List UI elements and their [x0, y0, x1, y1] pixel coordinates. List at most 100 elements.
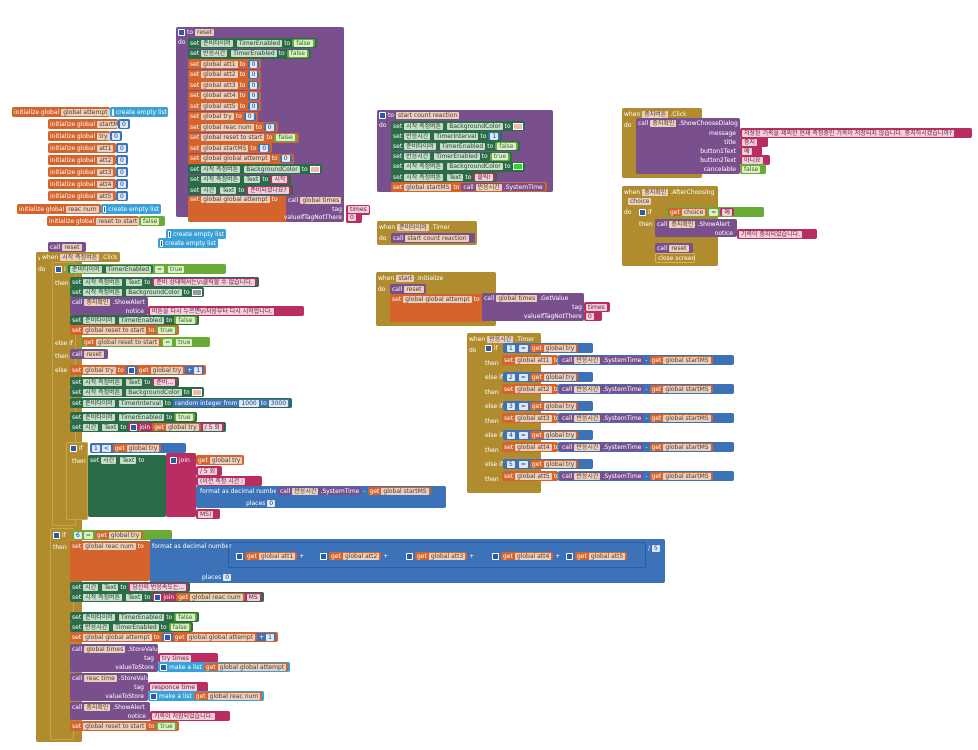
property-dropdown[interactable]: Text	[126, 278, 143, 286]
var-dropdown[interactable]: global att3	[428, 552, 466, 560]
var-dropdown[interactable]: global att1	[258, 552, 296, 560]
var-dropdown[interactable]: global att3	[515, 414, 552, 422]
string-value[interactable]: (이전 측정 시간 :	[198, 477, 246, 485]
var-dropdown[interactable]: global global attempt	[201, 155, 270, 162]
string-block[interactable]: 아니요	[740, 155, 770, 165]
string-block[interactable]: try times	[158, 653, 218, 663]
component-dropdown[interactable]: 시간	[101, 456, 117, 464]
property-dropdown[interactable]: TimerEnabled	[231, 50, 277, 57]
number-value[interactable]: 3	[507, 402, 515, 410]
component-dropdown[interactable]: 준비타이머	[404, 142, 436, 150]
var-dropdown[interactable]: global try	[201, 113, 234, 120]
component-dropdown[interactable]: 시간	[83, 423, 99, 431]
event-screen-initialize[interactable]: when start .Initialize do call reset set…	[376, 272, 496, 326]
init-global-att4[interactable]: initialize global att4 to	[48, 179, 121, 189]
number-value[interactable]: 0	[281, 155, 290, 162]
color-swatch[interactable]	[191, 288, 202, 296]
boolean-value[interactable]: false	[141, 217, 160, 225]
component-dropdown[interactable]: 시작 측정버튼	[83, 388, 123, 396]
init-global-att3[interactable]: initialize global att3 to	[48, 167, 121, 177]
string-value[interactable]: / 5 회	[202, 423, 222, 431]
string-block[interactable]: 0	[346, 212, 362, 223]
var-dropdown[interactable]: global att2	[201, 71, 238, 78]
operator-dropdown[interactable]: =	[163, 338, 173, 346]
property-dropdown[interactable]: TimerEnabled	[113, 623, 159, 631]
gear-icon[interactable]	[130, 423, 138, 431]
string-block[interactable]: MS)	[196, 509, 220, 519]
string-value[interactable]: 저장된 기록을 제외한 현재 측정중인 기록이 저장되지 않습니다. 중지하시겠…	[742, 129, 955, 137]
boolean-value[interactable]: false	[497, 142, 516, 150]
procedure-name[interactable]: reset	[404, 285, 424, 293]
operator-dropdown[interactable]: <	[101, 444, 111, 452]
gear-icon[interactable]	[160, 239, 164, 247]
component-dropdown[interactable]: 반응시간	[83, 623, 110, 631]
number-value[interactable]: 0	[118, 192, 126, 200]
property-dropdown[interactable]: Text	[102, 423, 119, 431]
boolean-value[interactable]: true	[491, 153, 509, 161]
boolean-block[interactable]: false	[286, 49, 309, 58]
boolean-block[interactable]: true	[174, 413, 195, 421]
string-value[interactable]: 중지	[742, 138, 758, 146]
number-value[interactable]: 6	[74, 531, 82, 539]
boolean-block[interactable]: false	[174, 613, 197, 621]
gear-icon[interactable]	[55, 265, 62, 273]
var-dropdown[interactable]: global reac num	[83, 542, 136, 550]
number-block[interactable]: 0	[116, 179, 128, 189]
var-dropdown[interactable]: global att4	[515, 443, 552, 451]
var-name[interactable]: startMS	[97, 120, 125, 128]
string-value[interactable]: 당신의 반응속도는...	[130, 583, 187, 591]
component-dropdown[interactable]: 시작 측정버튼	[60, 253, 100, 261]
string-value[interactable]: 기록이 중지되었습니다.	[739, 230, 803, 238]
number-block[interactable]: 4	[505, 431, 517, 439]
component-dropdown[interactable]: 반응시간	[201, 50, 228, 57]
boolean-block[interactable]: true	[489, 152, 511, 161]
create-empty-list-block[interactable]: create empty list	[110, 107, 168, 117]
var-name[interactable]: att3	[97, 168, 114, 176]
var-dropdown[interactable]: global att3	[201, 81, 238, 89]
component-dropdown[interactable]: 중지확인	[84, 703, 111, 711]
property-dropdown[interactable]: Text	[126, 593, 143, 601]
var-dropdown[interactable]: global reset to start	[201, 134, 265, 141]
number-block[interactable]: 0	[247, 70, 260, 79]
component-dropdown[interactable]: 시작 측정버튼	[83, 378, 123, 386]
init-global-att2[interactable]: initialize global att2 to	[48, 155, 121, 165]
operator-dropdown[interactable]: =	[155, 265, 165, 273]
boolean-value[interactable]: true	[168, 265, 185, 273]
number-value[interactable]: 0	[267, 499, 276, 507]
string-value[interactable]: MS	[246, 593, 260, 601]
number-value[interactable]: 3000	[268, 399, 289, 407]
var-dropdown[interactable]: global startMS	[404, 183, 452, 191]
var-dropdown[interactable]: global try	[209, 456, 243, 464]
string-block[interactable]: 당신의 반응속도는...	[128, 583, 189, 591]
